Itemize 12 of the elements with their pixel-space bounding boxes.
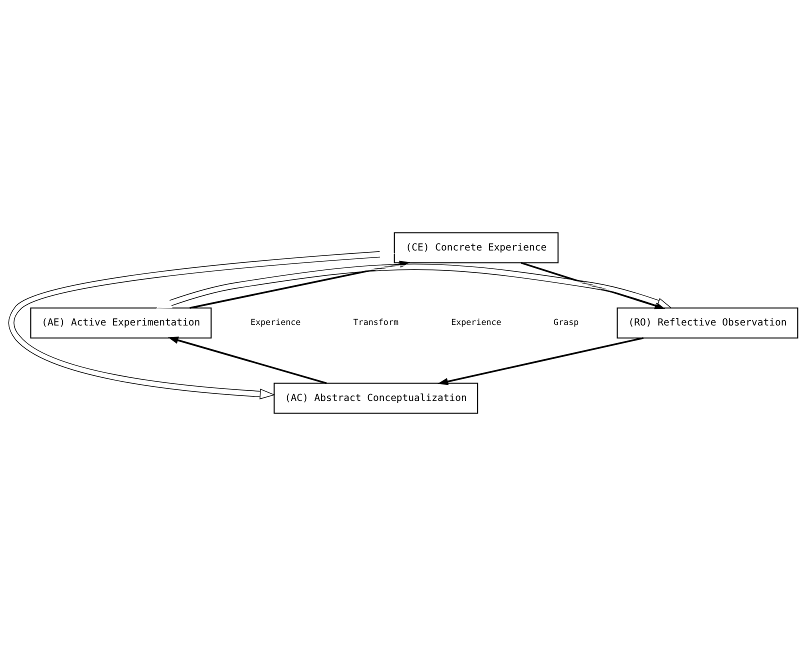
node-box: (CE) Concrete Experience [394,232,559,264]
label: Grasp [554,317,579,328]
arrow [168,336,327,384]
label: Experience [250,317,301,328]
arrow [190,260,410,309]
arrow [8,248,396,400]
label: Experience [451,317,502,328]
node-box: (AE) Active Experimentation [30,308,212,338]
label: Transform [353,317,399,328]
node-box: (AC) Abstract Conceptualization [274,382,478,414]
node-box: (RO) Reflective Observation [616,308,798,338]
arrow [438,337,644,386]
